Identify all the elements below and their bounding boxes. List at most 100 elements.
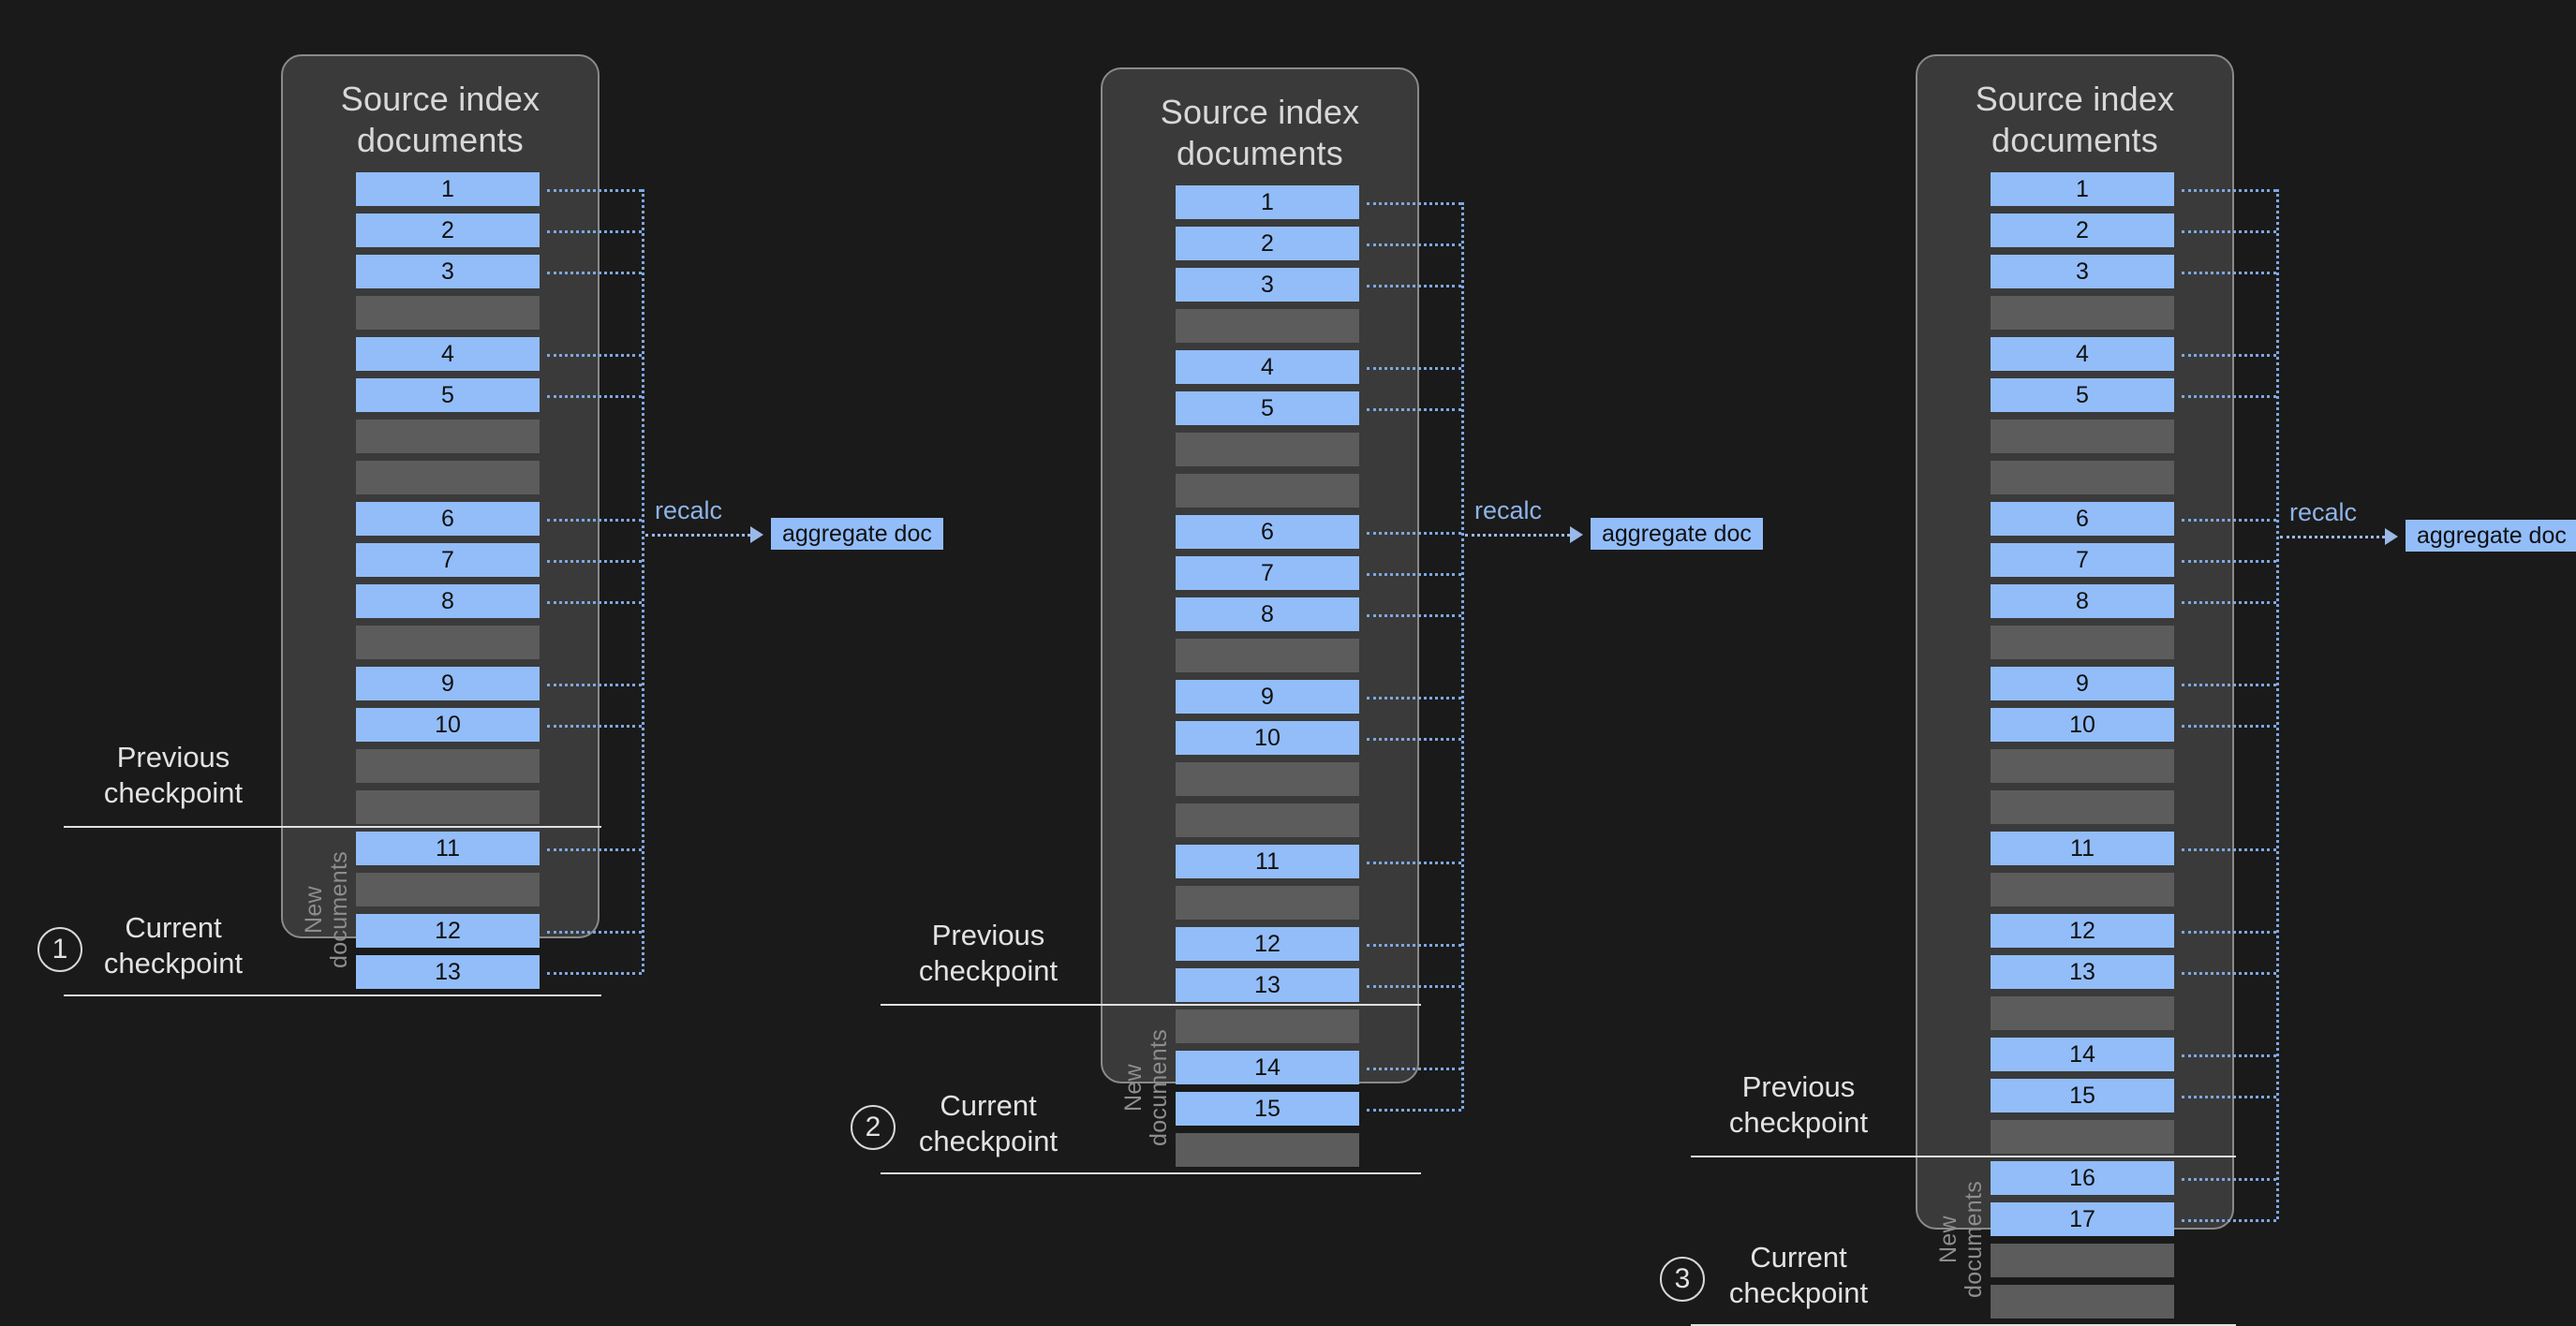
connector-line (2182, 972, 2276, 975)
step-number-2: 2 (851, 1105, 896, 1150)
document-row: 3 (1991, 255, 2174, 288)
aggregate-doc-box: aggregate doc (771, 518, 943, 550)
current-checkpoint-label: Current checkpoint (1691, 1240, 1906, 1311)
document-row: 14 (1176, 1051, 1359, 1084)
connector-line (547, 684, 642, 686)
document-row: 8 (1991, 584, 2174, 618)
connector-line (2182, 1178, 2276, 1181)
document-row: 8 (356, 584, 540, 618)
connector-line (1367, 944, 1461, 947)
empty-row (1176, 639, 1359, 672)
connector-line (547, 230, 642, 233)
document-row: 9 (356, 667, 540, 700)
step-number-1: 1 (37, 927, 82, 972)
empty-row (1991, 996, 2174, 1030)
connector-line (2182, 230, 2276, 233)
connector-line (1367, 985, 1461, 988)
document-row: 11 (356, 832, 540, 865)
connector-line (1367, 367, 1461, 370)
connector-line (1367, 614, 1461, 617)
document-row: 4 (1176, 350, 1359, 384)
recalc-arrow-line (645, 534, 750, 537)
document-row: 7 (1176, 556, 1359, 590)
recalc-label: recalc (655, 496, 722, 524)
empty-row (1991, 461, 2174, 494)
document-row: 7 (356, 543, 540, 577)
document-row: 1 (1991, 172, 2174, 206)
connector-line (1367, 1068, 1461, 1070)
document-row: 10 (356, 708, 540, 742)
connector-line (547, 848, 642, 851)
document-row: 1 (1176, 185, 1359, 219)
connector-line (547, 189, 642, 192)
empty-row (1176, 1133, 1359, 1167)
empty-row (1991, 1244, 2174, 1277)
empty-row (1991, 626, 2174, 659)
document-row: 15 (1991, 1079, 2174, 1112)
empty-row (1991, 790, 2174, 824)
connector-line (1367, 573, 1461, 576)
previous-checkpoint-line (1691, 1156, 2236, 1157)
empty-row (356, 873, 540, 906)
connector-bus (2276, 189, 2279, 1219)
recalc-arrow-head (750, 526, 763, 543)
recalc-arrow-line (1465, 534, 1570, 537)
connector-line (1367, 285, 1461, 287)
connector-line (547, 725, 642, 728)
connector-line (547, 272, 642, 274)
connector-line (1367, 408, 1461, 411)
connector-bus (642, 189, 644, 972)
connector-line (1367, 532, 1461, 535)
current-checkpoint-label: Current checkpoint (66, 910, 281, 981)
empty-row (1991, 873, 2174, 906)
previous-checkpoint-line (64, 826, 601, 828)
connector-line (547, 972, 642, 975)
empty-row (356, 420, 540, 453)
current-checkpoint-label: Current checkpoint (881, 1088, 1096, 1159)
recalc-label: recalc (1474, 496, 1542, 524)
panel-title: Source index documents (1103, 92, 1417, 174)
recalc-arrow-head (1570, 526, 1583, 543)
document-row: 3 (1176, 268, 1359, 302)
connector-line (547, 519, 642, 522)
document-row: 17 (1991, 1202, 2174, 1236)
empty-row (1176, 1009, 1359, 1043)
document-row: 11 (1991, 832, 2174, 865)
connector-line (2182, 601, 2276, 604)
empty-row (356, 790, 540, 824)
empty-row (1991, 420, 2174, 453)
document-row: 13 (1991, 955, 2174, 989)
document-row: 9 (1176, 680, 1359, 714)
panel-title: Source index documents (283, 79, 598, 161)
connector-line (1367, 1109, 1461, 1112)
connector-line (547, 354, 642, 357)
connector-line (1367, 243, 1461, 246)
connector-line (2182, 1096, 2276, 1098)
document-row: 12 (1176, 927, 1359, 961)
document-row: 1 (356, 172, 540, 206)
empty-row (1176, 762, 1359, 796)
connector-bus (1461, 202, 1464, 1109)
panel-title: Source index documents (1917, 79, 2232, 161)
document-row: 13 (356, 955, 540, 989)
document-row: 2 (356, 214, 540, 247)
current-checkpoint-line (881, 1172, 1421, 1174)
recalc-arrow-line (2280, 536, 2385, 538)
new-documents-label: New documents (1936, 1161, 1989, 1319)
connector-line (1367, 738, 1461, 741)
new-documents-label: New documents (1121, 1009, 1174, 1167)
document-row: 4 (1991, 337, 2174, 371)
document-row: 5 (1176, 391, 1359, 425)
document-row: 6 (1991, 502, 2174, 536)
document-row: 5 (1991, 378, 2174, 412)
document-row: 11 (1176, 845, 1359, 878)
connector-line (2182, 189, 2276, 192)
document-row: 10 (1991, 708, 2174, 742)
connector-line (2182, 1054, 2276, 1057)
empty-row (1176, 803, 1359, 837)
document-row: 4 (356, 337, 540, 371)
connector-line (2182, 560, 2276, 563)
document-row: 3 (356, 255, 540, 288)
document-row: 9 (1991, 667, 2174, 700)
